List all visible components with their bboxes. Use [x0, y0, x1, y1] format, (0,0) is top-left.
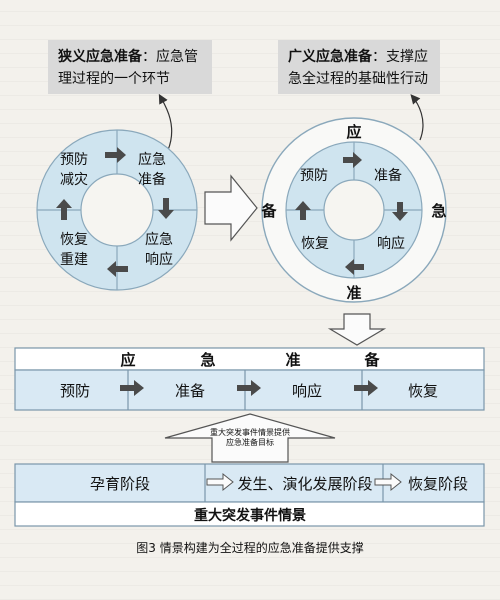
narrow-prep-definition: ：应急管理过程的一个环节	[58, 49, 198, 87]
stage-header-char-3: 准	[285, 351, 301, 369]
stage-prevent: 预防	[59, 382, 90, 400]
stage-header-char-4: 备	[364, 351, 380, 369]
down-hollow-arrow	[327, 313, 387, 346]
left-arrow-up	[56, 199, 72, 220]
narrow-prep-term: 狭义应急准备	[58, 49, 142, 65]
narrow-label-pointer	[158, 93, 173, 151]
right-wheel-right-char: 急	[431, 202, 447, 220]
broad-prep-label: 广义应急准备：支撑应急全过程的基础性行动	[278, 40, 440, 94]
up-hollow-arrow	[164, 413, 336, 463]
transfer-arrow	[204, 174, 258, 242]
left-wheel-prepare: 应急准备	[138, 152, 166, 188]
left-wheel-respond: 应急响应	[145, 232, 173, 268]
left-arrow-right	[105, 147, 126, 163]
stage-recover: 恢复	[407, 382, 438, 400]
stage-arrow-2	[237, 380, 261, 396]
broad-label-pointer	[410, 94, 424, 141]
up-arrow-note: 重大突发事件情景提供应急准备目标	[210, 428, 290, 447]
stage-respond: 响应	[291, 382, 322, 400]
phase-arrow-1	[206, 472, 234, 492]
stage-arrow-3	[354, 380, 378, 396]
phase-arrow-2	[374, 472, 402, 492]
right-arrow-down	[392, 202, 408, 221]
left-arrow-down	[158, 198, 174, 219]
right-wheel-left-char: 备	[261, 202, 277, 220]
right-wheel-prevent: 预防	[300, 168, 328, 184]
stage-header-char-2: 急	[200, 351, 216, 369]
right-wheel-top-char: 应	[346, 123, 362, 141]
phase-incubation: 孕育阶段	[89, 475, 150, 493]
narrow-prep-label: 狭义应急准备：应急管理过程的一个环节	[48, 40, 212, 94]
broad-prep-term: 广义应急准备	[288, 49, 372, 65]
stage-prepare: 准备	[174, 382, 205, 400]
right-arrow-right	[343, 152, 362, 168]
right-wheel-bottom-char: 准	[346, 284, 362, 302]
broad-prep-definition: ：支撑应急全过程的基础性行动	[288, 49, 428, 87]
left-arrow-left	[107, 261, 128, 277]
right-wheel-respond: 响应	[377, 236, 405, 252]
right-arrow-up	[295, 201, 311, 220]
phase-occurrence: 发生、演化发展阶段	[237, 475, 373, 493]
right-arrow-left	[345, 259, 364, 275]
right-cycle-wheel	[261, 117, 447, 303]
figure-caption: 图3 情景构建为全过程的应急准备提供支撑	[136, 541, 364, 555]
scenario-title: 重大突发事件情景	[194, 508, 306, 524]
stage-arrow-1	[120, 380, 144, 396]
right-wheel-recover: 恢复	[301, 236, 329, 252]
left-wheel-recover: 恢复重建	[60, 232, 88, 268]
stage-header-char-1: 应	[120, 351, 136, 369]
right-wheel-prepare: 准备	[374, 168, 402, 184]
scenario-bar	[14, 463, 485, 527]
phase-recovery: 恢复阶段	[407, 475, 468, 493]
left-wheel-prevent: 预防减灾	[60, 152, 88, 188]
left-cycle-wheel	[36, 129, 198, 291]
